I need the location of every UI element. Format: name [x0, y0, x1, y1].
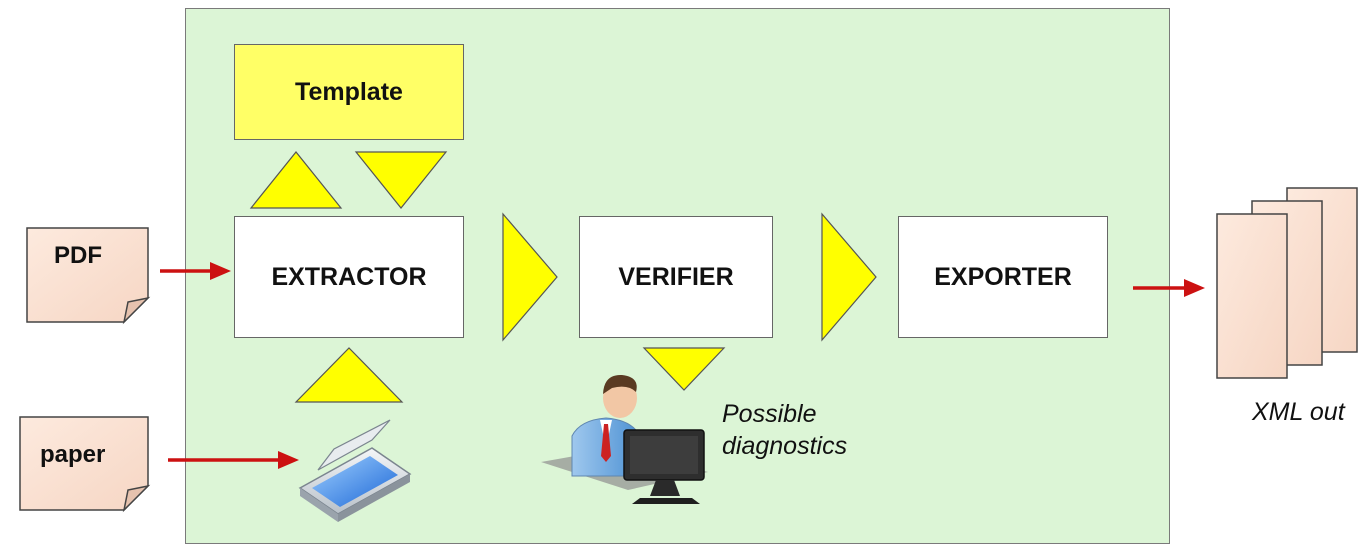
diagnostics-caption: Possible diagnostics — [722, 398, 847, 462]
exporter-label: EXPORTER — [934, 262, 1072, 291]
verifier-to-diagnostics-triangle — [642, 347, 726, 391]
xml-output-pages-icon — [1216, 187, 1358, 379]
pdf-to-extractor-arrow — [160, 262, 231, 280]
scanner-to-extractor-triangle — [294, 347, 404, 403]
template-box: Template — [234, 44, 464, 140]
pdf-document-icon — [26, 227, 151, 325]
paper-to-scanner-arrow — [168, 451, 299, 469]
diagnostics-caption-line-1: Possible — [722, 400, 817, 428]
template-label: Template — [295, 77, 403, 106]
paper-label: paper — [40, 441, 106, 468]
verifier-label: VERIFIER — [618, 262, 734, 291]
extractor-box: EXTRACTOR — [234, 216, 464, 338]
exporter-box: EXPORTER — [898, 216, 1108, 338]
scanner-icon — [298, 419, 412, 522]
extractor-to-template-triangle — [249, 151, 343, 209]
extractor-label: EXTRACTOR — [271, 262, 427, 291]
operator-at-computer-icon — [541, 374, 708, 504]
verifier-box: VERIFIER — [579, 216, 773, 338]
extractor-to-verifier-triangle — [502, 212, 558, 342]
exporter-to-xml-arrow — [1133, 279, 1205, 297]
pdf-label: PDF — [54, 242, 102, 269]
diagnostics-caption-line-2: diagnostics — [722, 432, 848, 460]
xml-output-caption: XML out — [1252, 398, 1345, 426]
template-to-extractor-triangle — [354, 151, 448, 209]
verifier-to-exporter-triangle — [821, 212, 877, 342]
paper-document-icon — [19, 416, 151, 513]
